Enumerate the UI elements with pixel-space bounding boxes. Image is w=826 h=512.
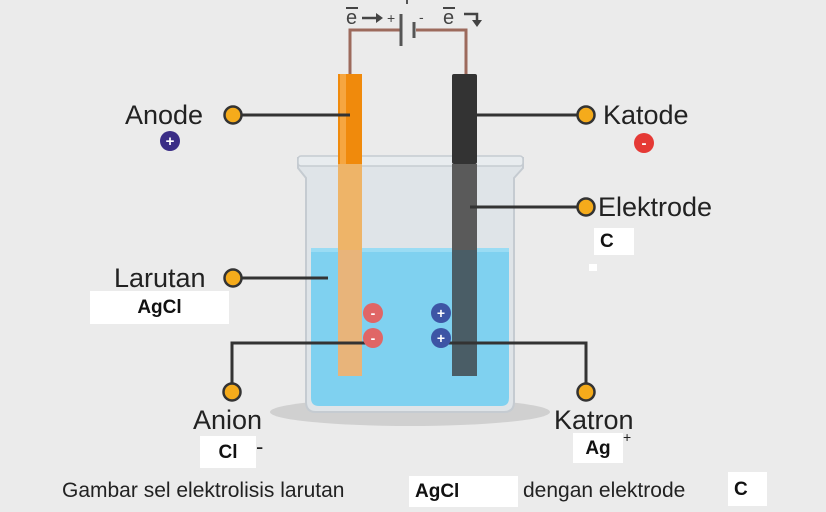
anion-sign-1: - <box>371 305 376 321</box>
katode-connector <box>576 105 596 125</box>
katron-label: Katron <box>554 405 634 435</box>
caption-solution-box[interactable]: AgCl <box>409 476 518 507</box>
anode-positive-sign: + <box>166 133 175 150</box>
anion-answer: Cl <box>218 441 238 463</box>
arrow-right-head <box>472 20 482 27</box>
elektrode-box-fragment <box>589 264 597 271</box>
katode-label: Katode <box>603 100 689 130</box>
caption-solution-answer: AgCl <box>415 481 460 502</box>
anion-connector <box>222 382 242 402</box>
katode-negative-badge <box>634 133 654 153</box>
electron-left: e <box>346 7 357 29</box>
anion-charge: - <box>256 434 264 459</box>
anion-sign-2: - <box>371 330 376 346</box>
katode-negative-sign: - <box>642 135 647 152</box>
electron-right: e <box>443 7 454 29</box>
cathode-rod-top <box>452 74 477 164</box>
caption-electrode-answer: C <box>734 478 748 500</box>
larutan-answer-box[interactable]: AgCl <box>90 291 229 324</box>
elektrode-answer-box[interactable]: C <box>594 228 634 255</box>
anion-label: Anion <box>193 405 263 435</box>
elektrode-answer: C <box>600 231 614 252</box>
elektrode-label: Elektrode <box>598 192 713 222</box>
elektrode-connector <box>576 197 596 217</box>
caption-middle: dengan elektrode <box>523 479 686 502</box>
anode-positive-badge <box>160 131 180 151</box>
caption-electrode-box[interactable]: C <box>728 472 767 506</box>
katron-charge: + <box>623 429 632 445</box>
arrow-right-shaft <box>464 12 479 21</box>
anode-label: Anode <box>125 100 204 130</box>
katron-answer-box[interactable]: Ag <box>573 433 623 463</box>
anion-badge-1 <box>363 303 383 323</box>
solution-surface <box>311 248 509 252</box>
cathode-rod-in-solution <box>452 250 477 376</box>
battery-minus: - <box>419 9 424 25</box>
katron-connector <box>576 382 596 402</box>
beaker-rim <box>297 155 524 167</box>
cation-sign-2: + <box>437 330 445 346</box>
circuit-wire-right <box>416 28 468 76</box>
arrow-left-head <box>376 13 383 23</box>
katron-leader <box>441 341 588 385</box>
larutan-connector <box>223 268 243 288</box>
anode-rod-in-solution <box>338 250 362 376</box>
anion-badge-2 <box>363 328 383 348</box>
anode-rod-top-highlight <box>340 74 346 164</box>
cation-badge-1 <box>431 303 451 323</box>
cation-badge-2 <box>431 328 451 348</box>
katron-answer: Ag <box>585 437 611 459</box>
anode-connector <box>223 105 243 125</box>
circuit-wire <box>348 28 400 76</box>
larutan-label: Larutan <box>114 263 206 293</box>
larutan-answer: AgCl <box>137 297 182 318</box>
anion-answer-box[interactable]: Cl <box>200 436 256 468</box>
anion-leader <box>230 341 373 385</box>
cation-sign-1: + <box>437 305 445 321</box>
caption-prefix: Gambar sel elektrolisis larutan <box>62 479 345 502</box>
battery-plus: + <box>387 10 395 26</box>
